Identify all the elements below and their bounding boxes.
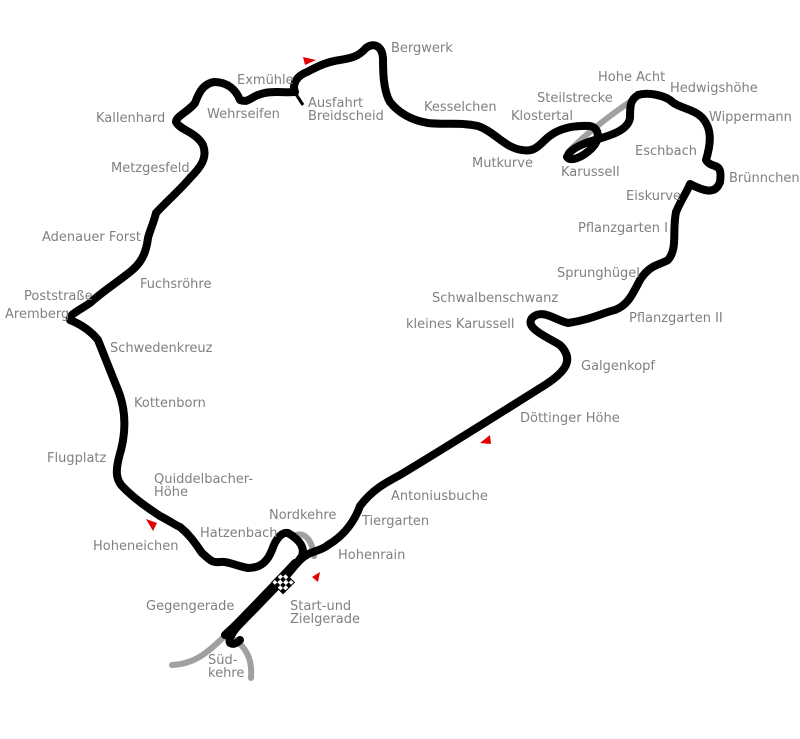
label-wehrseifen: Wehrseifen bbox=[207, 107, 280, 122]
label-ausfahrt: Ausfahrt bbox=[308, 96, 364, 111]
label-hohenrain: Hohenrain bbox=[338, 548, 406, 563]
label-mutkurve: Mutkurve bbox=[472, 156, 533, 171]
label-klostertal: Klostertal bbox=[511, 109, 573, 124]
label-gegengerade: Gegengerade bbox=[146, 599, 235, 614]
direction-arrow-icon bbox=[312, 572, 320, 582]
nordschleife-track bbox=[65, 41, 725, 648]
label-quiddelbacher: Quiddelbacher- bbox=[154, 472, 254, 487]
label-poststrasse: Poststraße bbox=[24, 289, 93, 304]
label-flugplatz: Flugplatz bbox=[47, 451, 107, 466]
checkered-flag-icon bbox=[270, 570, 296, 595]
label-kallenhard: Kallenhard bbox=[96, 111, 166, 126]
label-kottenborn: Kottenborn bbox=[134, 396, 206, 411]
label-bruennchen: Brünnchen bbox=[729, 171, 800, 186]
label-hedwigshoehe: Hedwigshöhe bbox=[670, 81, 758, 96]
label-eiskurve: Eiskurve bbox=[626, 189, 682, 204]
label-metzgesfeld: Metzgesfeld bbox=[111, 161, 190, 176]
label-doettinger-hoehe: Döttinger Höhe bbox=[520, 411, 620, 426]
label-kesselchen: Kesselchen bbox=[424, 100, 497, 115]
label-fuchsroehre: Fuchsröhre bbox=[140, 277, 212, 292]
label-quiddelbacher-hoehe: Höhe bbox=[154, 485, 188, 500]
label-galgenkopf: Galgenkopf bbox=[581, 359, 655, 374]
label-breidscheid: Breidscheid bbox=[308, 109, 384, 124]
ausfahrt-breidscheid-exit bbox=[290, 87, 305, 106]
label-sued: Süd- bbox=[208, 653, 238, 668]
direction-arrow-icon bbox=[480, 435, 491, 444]
label-eschbach: Eschbach bbox=[635, 144, 697, 159]
label-schwedenkreuz: Schwedenkreuz bbox=[110, 341, 213, 356]
label-steilstrecke: Steilstrecke bbox=[537, 91, 613, 106]
label-zielgerade: Zielgerade bbox=[290, 612, 360, 627]
label-hatzenbach: Hatzenbach bbox=[200, 526, 278, 541]
start-finish-inner-line bbox=[223, 559, 299, 638]
label-nordkehre: Nordkehre bbox=[269, 508, 337, 523]
label-tiergarten: Tiergarten bbox=[362, 514, 430, 529]
label-adenauer-forst: Adenauer Forst bbox=[42, 230, 142, 245]
label-sprunghuegel: Sprunghügel bbox=[557, 266, 640, 281]
label-pflanzgarten-2: Pflanzgarten II bbox=[629, 311, 723, 326]
label-start-und: Start-und bbox=[290, 599, 352, 614]
label-karussell: Karussell bbox=[561, 165, 620, 180]
label-wippermann: Wippermann bbox=[709, 110, 792, 125]
direction-arrow-icon bbox=[303, 57, 316, 65]
label-hohe-acht: Hohe Acht bbox=[598, 70, 666, 85]
label-schwalbenschwanz: Schwalbenschwanz bbox=[432, 291, 559, 306]
label-bergwerk: Bergwerk bbox=[391, 41, 453, 56]
label-exmuehle: Exmühle bbox=[237, 73, 294, 88]
label-hoheneichen: Hoheneichen bbox=[93, 539, 179, 554]
label-aremberg: Aremberg bbox=[5, 307, 70, 322]
direction-arrow-icon bbox=[146, 519, 157, 531]
label-kehre: kehre bbox=[208, 666, 245, 681]
label-pflanzgarten-1: Pflanzgarten I bbox=[578, 221, 668, 236]
label-kleines-karussell: kleines Karussell bbox=[406, 317, 515, 332]
label-antoniusbuche: Antoniusbuche bbox=[391, 489, 488, 504]
